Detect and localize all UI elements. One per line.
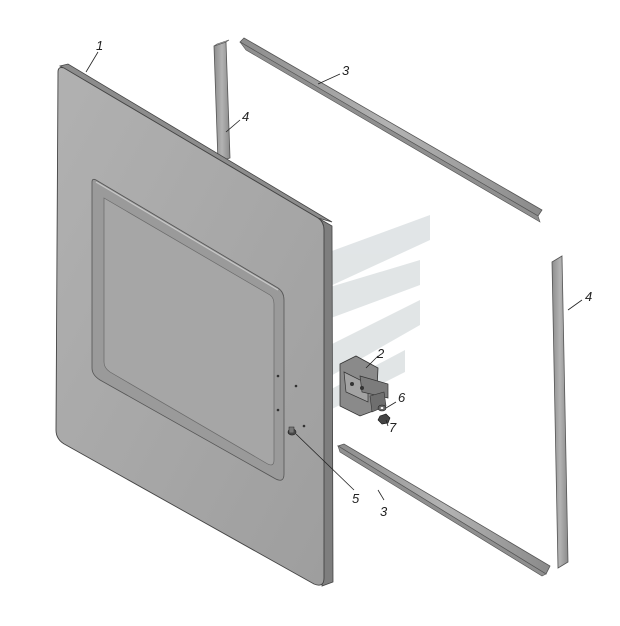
- callout-4-right: 4: [585, 289, 592, 304]
- callout-1: 1: [96, 38, 103, 53]
- callout-4-left: 4: [242, 109, 249, 124]
- seal-strip-top: [239, 37, 543, 223]
- seal-strip-bottom: [337, 443, 551, 577]
- callout-3-top: 3: [342, 63, 350, 78]
- seal-strip-right: [551, 255, 569, 569]
- leader-lines: [85, 51, 583, 501]
- seal-strip-left: [213, 39, 231, 163]
- pin-part: [287, 426, 297, 436]
- callout-3-bottom: 3: [380, 504, 388, 519]
- callout-2: 2: [376, 346, 385, 361]
- nut-part: [377, 413, 391, 425]
- door-panel: [55, 63, 334, 587]
- callout-5: 5: [352, 491, 360, 506]
- washer-part: [377, 404, 387, 412]
- callout-7: 7: [389, 420, 397, 435]
- callout-6: 6: [398, 390, 406, 405]
